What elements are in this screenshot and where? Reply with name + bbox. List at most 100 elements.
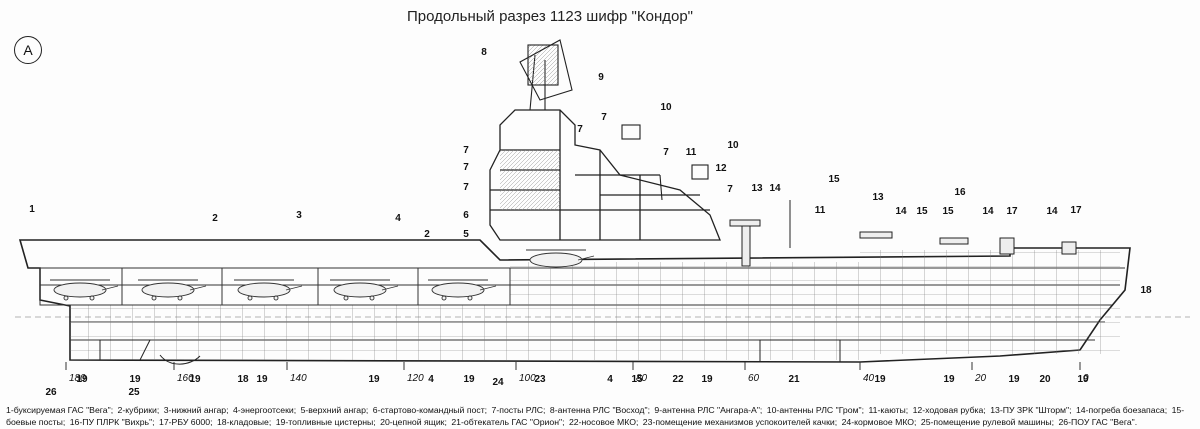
- callout-15: 15: [942, 206, 954, 217]
- callout-2: 2: [424, 229, 430, 240]
- callout-18: 18: [237, 374, 249, 385]
- legend-item: 23-помещение механизмов успокоителей кач…: [642, 417, 840, 427]
- callout-14: 14: [769, 183, 781, 194]
- frame-number: 40: [863, 373, 875, 384]
- callout-15: 15: [916, 206, 928, 217]
- callout-7: 7: [601, 112, 607, 123]
- callout-7: 7: [577, 124, 583, 135]
- legend-item: 2-кубрики;: [117, 405, 162, 415]
- legend-item: 19-топливные цистерны;: [275, 417, 379, 427]
- callout-19: 19: [874, 374, 886, 385]
- callout-4: 4: [395, 213, 401, 224]
- callout-19: 19: [189, 374, 201, 385]
- callout-19: 19: [1008, 374, 1020, 385]
- callout-10: 10: [727, 140, 739, 151]
- panel-label-badge: A: [14, 36, 42, 64]
- frame-number: 180: [69, 373, 86, 384]
- callout-2: 2: [212, 213, 218, 224]
- panel-label: A: [23, 42, 33, 58]
- callout-17: 17: [1070, 205, 1082, 216]
- legend-item: 25-помещение рулевой машины;: [920, 417, 1057, 427]
- lower-hangar: [39, 267, 511, 306]
- callout-16: 16: [954, 187, 966, 198]
- compartment-grid-fwd: [860, 250, 1120, 354]
- callout-14: 14: [1046, 206, 1058, 217]
- callout-19: 19: [256, 374, 268, 385]
- island-grid: [500, 150, 560, 210]
- callout-18: 18: [1140, 285, 1152, 296]
- callout-19: 19: [463, 374, 475, 385]
- callout-26: 26: [45, 387, 57, 398]
- callout-15: 15: [631, 374, 643, 385]
- callout-7: 7: [463, 162, 469, 173]
- callout-19: 19: [1077, 374, 1089, 385]
- legend-item: 7-посты РЛС;: [491, 405, 548, 415]
- callout-4: 4: [428, 374, 434, 385]
- callout-9: 9: [598, 72, 604, 83]
- callout-7: 7: [663, 147, 669, 158]
- callout-22: 22: [672, 374, 684, 385]
- callout-14: 14: [982, 206, 994, 217]
- callout-25: 25: [128, 387, 140, 398]
- callout-1: 1: [29, 204, 35, 215]
- callout-15: 15: [828, 174, 840, 185]
- legend-item: 3-нижний ангар;: [163, 405, 231, 415]
- callout-17: 17: [1006, 206, 1018, 217]
- legend-item: 24-кормовое МКО;: [841, 417, 919, 427]
- callout-20: 20: [1039, 374, 1051, 385]
- callout-11: 11: [815, 205, 826, 216]
- callout-7: 7: [463, 182, 469, 193]
- frame-number: 100: [519, 373, 536, 384]
- legend-item: 21-обтекатель ГАС "Орион";: [451, 417, 567, 427]
- legend-item: 20-цепной ящик;: [380, 417, 450, 427]
- legend-item: 16-ПУ ПЛРК "Вихрь";: [69, 417, 157, 427]
- stern-appendages: [99, 339, 841, 365]
- callout-19: 19: [943, 374, 955, 385]
- ship-cross-section-drawing: 1234256777777789101011111213131414141415…: [15, 39, 1190, 398]
- legend-item: 22-носовое МКО;: [568, 417, 641, 427]
- frame-number: 60: [748, 373, 760, 384]
- callout-3: 3: [296, 210, 302, 221]
- callout-5: 5: [463, 229, 469, 240]
- compartment-grid-aft: [70, 305, 510, 360]
- legend: 1-буксируемая ГАС "Вега"; 2-кубрики; 3-н…: [6, 404, 1196, 428]
- callout-11: 11: [686, 147, 697, 158]
- legend-item: 5-верхний ангар;: [300, 405, 371, 415]
- frame-number: 120: [407, 373, 424, 384]
- legend-item: 9-антенна РЛС "Ангара-А";: [654, 405, 765, 415]
- callout-19: 19: [701, 374, 713, 385]
- forward-launchers: [729, 200, 1077, 267]
- legend-item: 4-энергоотсеки;: [232, 405, 299, 415]
- callout-10: 10: [660, 102, 672, 113]
- mast-antennas: [519, 39, 709, 201]
- callout-13: 13: [751, 183, 763, 194]
- legend-item: 17-РБУ 6000;: [158, 417, 215, 427]
- legend-item: 1-буксируемая ГАС "Вега";: [6, 405, 116, 415]
- helicopters: [50, 249, 595, 301]
- callout-19: 19: [129, 374, 141, 385]
- callout-7: 7: [727, 184, 733, 195]
- frame-number: 160: [177, 373, 194, 384]
- legend-item: 18-кладовые;: [216, 417, 274, 427]
- callout-6: 6: [463, 210, 469, 221]
- callout-12: 12: [715, 163, 727, 174]
- legend-item: 12-ходовая рубка;: [912, 405, 989, 415]
- compartment-grid-mid: [510, 262, 860, 360]
- legend-item: 13-ПУ ЗРК "Шторм";: [990, 405, 1074, 415]
- callout-19: 19: [76, 374, 88, 385]
- legend-item: 10-антенны РЛС "Гром";: [766, 405, 867, 415]
- callout-23: 23: [534, 374, 546, 385]
- legend-item: 15-боевые посты;: [6, 405, 1185, 427]
- callout-24: 24: [492, 377, 504, 388]
- frame-number: 80: [636, 373, 648, 384]
- legend-item: 11-каюты;: [868, 405, 911, 415]
- legend-item: 14-погреба боезапаса;: [1075, 405, 1170, 415]
- callout-13: 13: [872, 192, 884, 203]
- legend-item: 8-антенна РЛС "Восход";: [549, 405, 653, 415]
- callout-21: 21: [788, 374, 800, 385]
- frame-number: 20: [974, 373, 987, 384]
- legend-item: 26-ПОУ ГАС "Вега".: [1058, 417, 1138, 427]
- callout-7: 7: [463, 145, 469, 156]
